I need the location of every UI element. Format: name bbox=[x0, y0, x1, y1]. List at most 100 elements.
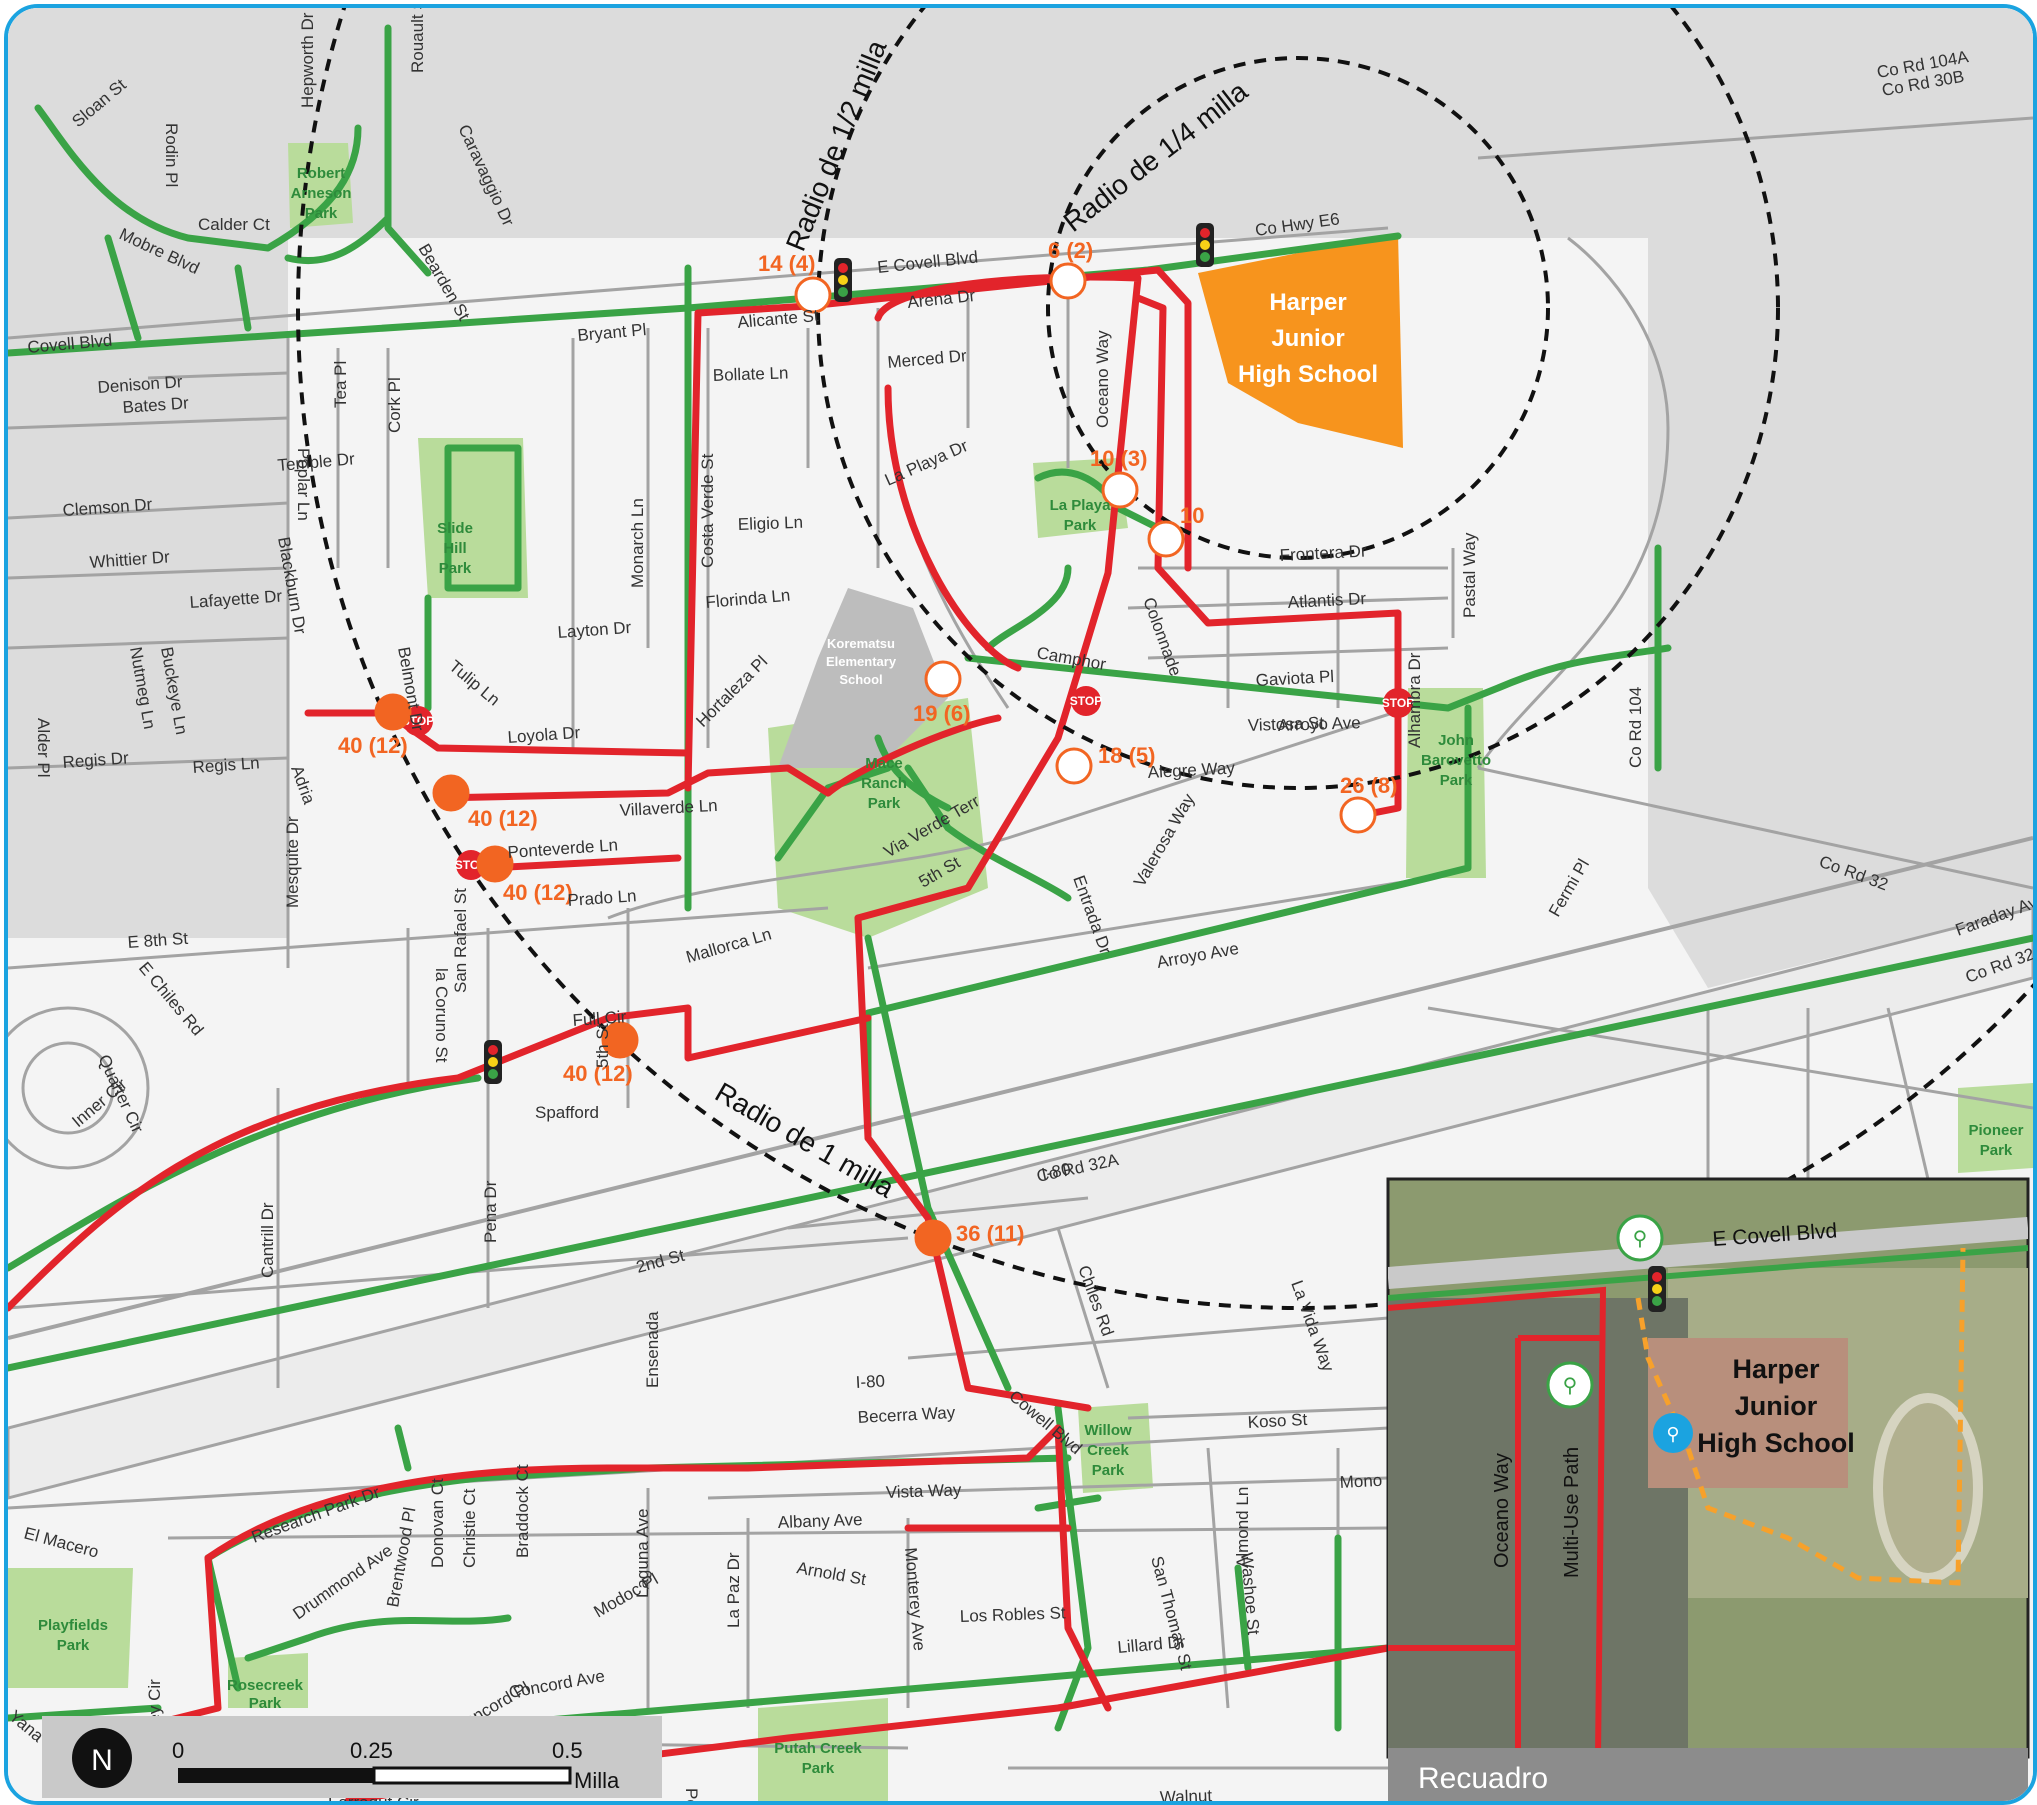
street-label: Koso St bbox=[1247, 1410, 1308, 1432]
bike-ped-symbol: ⚲ bbox=[1563, 1375, 1578, 1397]
street-label: Walnut bbox=[1159, 1786, 1212, 1801]
street-label: Cantrill Dr bbox=[258, 1202, 277, 1278]
street-label: Pena Dr bbox=[481, 1180, 500, 1243]
street-label: Laguna Ave bbox=[633, 1509, 652, 1599]
scale-unit-label: Milla bbox=[574, 1768, 620, 1793]
bike-parking-symbol: ⚲ bbox=[1666, 1424, 1679, 1444]
count-marker bbox=[1147, 520, 1185, 558]
inset-school-boundary bbox=[1635, 1247, 1966, 1586]
count-label: 10 bbox=[1180, 503, 1204, 528]
count-marker bbox=[432, 774, 470, 812]
inset-path-label: Multi-Use Path bbox=[1561, 1447, 1583, 1578]
park-rosecreek bbox=[228, 1653, 308, 1708]
svg-text:High School: High School bbox=[1697, 1428, 1855, 1458]
park-label: Robert bbox=[297, 165, 345, 182]
inset-aerial-houses bbox=[1388, 1298, 1688, 1757]
street-label: Vista Way bbox=[885, 1480, 962, 1502]
park-labels: Robert Arneson Park Slide Hill Park La P… bbox=[38, 165, 2024, 1777]
count-marker bbox=[794, 276, 832, 314]
inset-green-path bbox=[1388, 1245, 2028, 1301]
ring-half-mile bbox=[816, 8, 1780, 790]
park-la-playa bbox=[1033, 458, 1128, 538]
park-label: Rosecreek bbox=[227, 1677, 304, 1694]
count-label: 40 (12) bbox=[503, 880, 573, 905]
railroad bbox=[8, 836, 2033, 1340]
street-label: Alder Pl bbox=[34, 718, 53, 778]
svg-text:Harper: Harper bbox=[1269, 289, 1346, 316]
street-label: Atlantis Dr bbox=[1287, 589, 1367, 612]
street-label: Hepworth Dr bbox=[298, 12, 317, 108]
street-label: Almond Ln bbox=[1233, 1487, 1252, 1568]
street-label: 5th St bbox=[593, 1023, 612, 1068]
map-frame: Radio de 1/2 milla Radio de 1/4 milla Ra… bbox=[4, 4, 2037, 1805]
park-label: Park bbox=[1980, 1142, 2013, 1159]
korematsu-school-area bbox=[778, 588, 948, 768]
park-label: Willow bbox=[1084, 1422, 1132, 1439]
street-label: Pole Line Rd bbox=[682, 1788, 701, 1801]
korematsu-school-label: Korematsu Elementary School bbox=[826, 636, 897, 687]
radius-rings bbox=[296, 8, 2033, 1310]
street-label: Calder Ct bbox=[198, 215, 270, 234]
park-label: Pioneer bbox=[1968, 1122, 2023, 1139]
count-label: 19 (6) bbox=[913, 701, 970, 726]
street-label: I-80 bbox=[855, 1371, 885, 1392]
harper-school-label: Harper Junior High School bbox=[1238, 289, 1378, 388]
park-label: Park bbox=[1064, 517, 1097, 534]
street-label: Rouault St bbox=[408, 8, 427, 73]
count-marker bbox=[601, 1021, 639, 1059]
street-label: Bates Dr bbox=[122, 393, 190, 417]
count-marker bbox=[914, 1219, 952, 1257]
bike-ped-symbol: ⚲ bbox=[1633, 1228, 1648, 1250]
street-label: Tea Pl bbox=[331, 361, 350, 408]
traffic-signal-icon bbox=[1196, 223, 1214, 267]
park-willow-creek bbox=[1078, 1403, 1153, 1493]
stop-sign-icon bbox=[1383, 688, 1413, 718]
count-label: 14 (4) bbox=[758, 251, 815, 276]
ring-quarter-mile bbox=[1046, 56, 1550, 560]
svg-text:STOP: STOP bbox=[1070, 694, 1102, 708]
count-label: 10 (3) bbox=[1090, 446, 1147, 471]
park-slide-hill bbox=[418, 438, 528, 598]
scale-tick-label: 0.5 bbox=[552, 1738, 583, 1763]
street-label: Regis Ln bbox=[192, 753, 260, 777]
svg-text:Harper: Harper bbox=[1732, 1354, 1820, 1384]
count-marker bbox=[374, 693, 412, 731]
north-arrow-icon bbox=[72, 1728, 132, 1788]
street-label: Braddock Ct bbox=[513, 1464, 532, 1558]
bike-paths bbox=[8, 24, 2033, 1742]
park-label: Park bbox=[1092, 1462, 1125, 1479]
street-label: Ensenada bbox=[643, 1311, 662, 1388]
stop-sign-icon bbox=[1071, 686, 1101, 716]
park-label: Playfields bbox=[38, 1617, 108, 1634]
inset-caption: Recuadro bbox=[1418, 1762, 1548, 1795]
street-label: Bollate Ln bbox=[712, 363, 788, 385]
street-label: Albany Ave bbox=[777, 1510, 862, 1532]
scale-tick-label: 0.25 bbox=[350, 1738, 393, 1763]
park-playfields bbox=[8, 1568, 133, 1688]
scale-bar: N 0 0.25 0.5 Milla bbox=[42, 1716, 662, 1798]
count-label: 18 (5) bbox=[1098, 743, 1155, 768]
street-label: Los Robles St bbox=[959, 1603, 1066, 1626]
park-label: Creek bbox=[1087, 1442, 1129, 1459]
street-label: Escolar Ter bbox=[8, 8, 93, 12]
traffic-signal-icon bbox=[834, 258, 852, 302]
count-label: 40 (12) bbox=[338, 733, 408, 758]
inset-track bbox=[1873, 1393, 1983, 1583]
street-label: Poplar Ln bbox=[294, 448, 313, 521]
scale-tick-label: 0 bbox=[172, 1738, 184, 1763]
street-label: Oceano Way bbox=[1093, 330, 1112, 428]
park-label: Park bbox=[305, 205, 338, 222]
park-label: Park bbox=[1440, 772, 1473, 789]
street-label: Arroyo Ave bbox=[1277, 713, 1360, 735]
park-label: Park bbox=[439, 560, 472, 577]
svg-text:High School: High School bbox=[1238, 361, 1378, 388]
park-label: Park bbox=[868, 795, 901, 812]
street-label: Costa Verde St bbox=[698, 453, 717, 568]
inset-covell-road bbox=[1388, 1217, 2028, 1289]
count-markers bbox=[374, 262, 1377, 1257]
inset-panel: ⚲ ⚲ ⚲ E Covell Blvd Oceano Way Multi-Use… bbox=[1386, 1177, 2030, 1801]
street-label: E 8th St bbox=[127, 929, 189, 952]
inset-caption-bar bbox=[1388, 1748, 2028, 1801]
scale-segment bbox=[372, 1766, 572, 1785]
svg-text:Junior: Junior bbox=[1735, 1391, 1818, 1421]
